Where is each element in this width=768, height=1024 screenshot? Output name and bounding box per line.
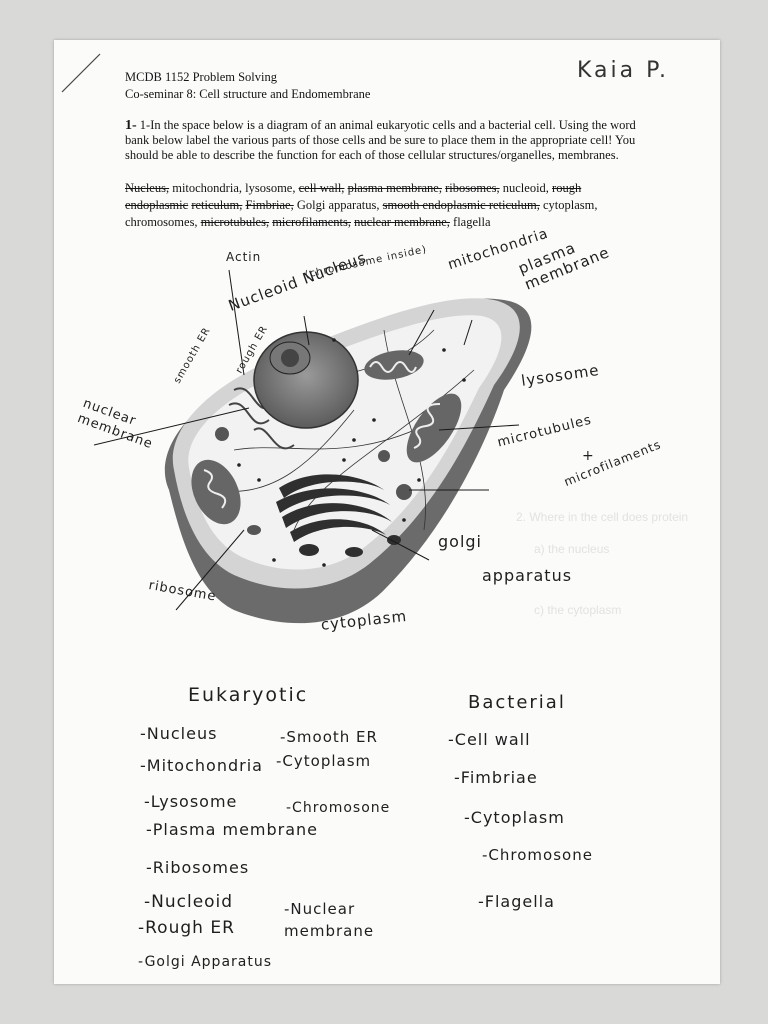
wb-fimbriae: Fimbriae, bbox=[245, 198, 294, 212]
mitochondrion-3 bbox=[191, 459, 241, 525]
nuclear-membrane-text: -Nuclear membrane bbox=[284, 900, 375, 940]
eukaryotic-col2-item-4: -Nuclear membrane bbox=[284, 898, 424, 942]
eukaryotic-item-7: -Rough ER bbox=[138, 918, 235, 938]
seminar-title: Co-seminar 8: Cell structure and Endomem… bbox=[125, 87, 371, 101]
wb-rough-er: rough endoplasmic bbox=[125, 181, 582, 212]
label-actin: Actin bbox=[226, 250, 262, 264]
worksheet-page: 2. Where in the cell does protein a) the… bbox=[54, 40, 720, 984]
wb-lysosome: lysosome, bbox=[245, 181, 296, 195]
bacterial-item-2: -Fimbriae bbox=[454, 768, 538, 787]
course-title: MCDB 1152 Problem Solving bbox=[125, 70, 277, 84]
wb-golgi: Golgi apparatus, bbox=[296, 198, 380, 212]
eukaryotic-item-5: -Ribosomes bbox=[146, 858, 250, 877]
question-text: 1-In the space below is a diagram of an … bbox=[125, 118, 636, 162]
eukaryotic-col2-item-1: -Smooth ER bbox=[280, 728, 378, 746]
lysosomes bbox=[215, 427, 412, 535]
bacterial-item-1: -Cell wall bbox=[448, 730, 531, 749]
eukaryotic-col2-item-2: -Cytoplasm bbox=[276, 752, 372, 770]
bleed-q2: 2. Where in the cell does protein bbox=[516, 510, 689, 524]
eukaryotic-title: Eukaryotic bbox=[188, 684, 309, 706]
wb-ribosomes: ribosomes, bbox=[445, 181, 500, 195]
wb-reticulum: reticulum, bbox=[191, 198, 243, 212]
wb-flagella: flagella bbox=[453, 215, 491, 229]
wb-plasma-membrane: plasma membrane, bbox=[347, 181, 442, 195]
eukaryotic-col2-item-3: -Chromosone bbox=[286, 800, 391, 816]
ribosomes bbox=[237, 338, 466, 567]
eukaryotic-item-2: -Mitochondria bbox=[140, 756, 263, 775]
eukaryotic-item-4: -Plasma membrane bbox=[146, 820, 319, 839]
label-golgi: golgi bbox=[438, 532, 482, 551]
wb-nuclear-membrane: nuclear membrane, bbox=[354, 215, 450, 229]
bleed-a: a) the nucleus bbox=[534, 542, 610, 556]
wb-nucleoid: nucleoid, bbox=[502, 181, 549, 195]
word-bank: Nucleus, mitochondria, lysosome, cell wa… bbox=[125, 180, 645, 231]
mitochondrion-2 bbox=[406, 393, 462, 463]
wb-chromosomes: chromosomes, bbox=[125, 215, 198, 229]
label-apparatus: apparatus bbox=[482, 566, 573, 585]
label-plus: + bbox=[582, 448, 595, 464]
eukaryotic-item-6: -Nucleoid bbox=[144, 892, 234, 912]
wb-cell-wall: cell wall, bbox=[298, 181, 345, 195]
wb-mitochondria: mitochondria, bbox=[172, 181, 242, 195]
bacterial-item-3: -Cytoplasm bbox=[464, 808, 565, 827]
pencil-mark bbox=[61, 53, 101, 93]
bleed-c: c) the cytoplasm bbox=[534, 603, 622, 617]
bacterial-item-5: -Flagella bbox=[478, 892, 555, 911]
eukaryotic-item-8: -Golgi Apparatus bbox=[138, 954, 273, 970]
wb-microtubules: microtubules, bbox=[200, 215, 270, 229]
bacterial-item-4: -Chromosone bbox=[482, 846, 593, 864]
eukaryotic-item-1: -Nucleus bbox=[140, 724, 218, 743]
wb-nucleus: Nucleus, bbox=[125, 181, 170, 195]
animal-cell-diagram bbox=[93, 269, 532, 624]
cytoplasm-shape bbox=[188, 315, 502, 570]
leader-lines bbox=[93, 269, 520, 611]
wb-smooth-er: smooth endoplasmic reticulum, bbox=[382, 198, 540, 212]
golgi-apparatus bbox=[276, 474, 401, 557]
nucleus bbox=[253, 331, 359, 429]
wb-cytoplasm: cytoplasm, bbox=[543, 198, 598, 212]
eukaryotic-item-3: -Lysosome bbox=[144, 792, 238, 811]
question-number: 1- bbox=[125, 118, 137, 133]
question-1: 1- 1-In the space below is a diagram of … bbox=[125, 118, 645, 163]
wb-microfilaments: microfilaments, bbox=[272, 215, 351, 229]
bacterial-title: Bacterial bbox=[468, 692, 566, 713]
student-name: Kaia P. bbox=[577, 58, 669, 83]
mitochondrion-1 bbox=[364, 350, 424, 380]
